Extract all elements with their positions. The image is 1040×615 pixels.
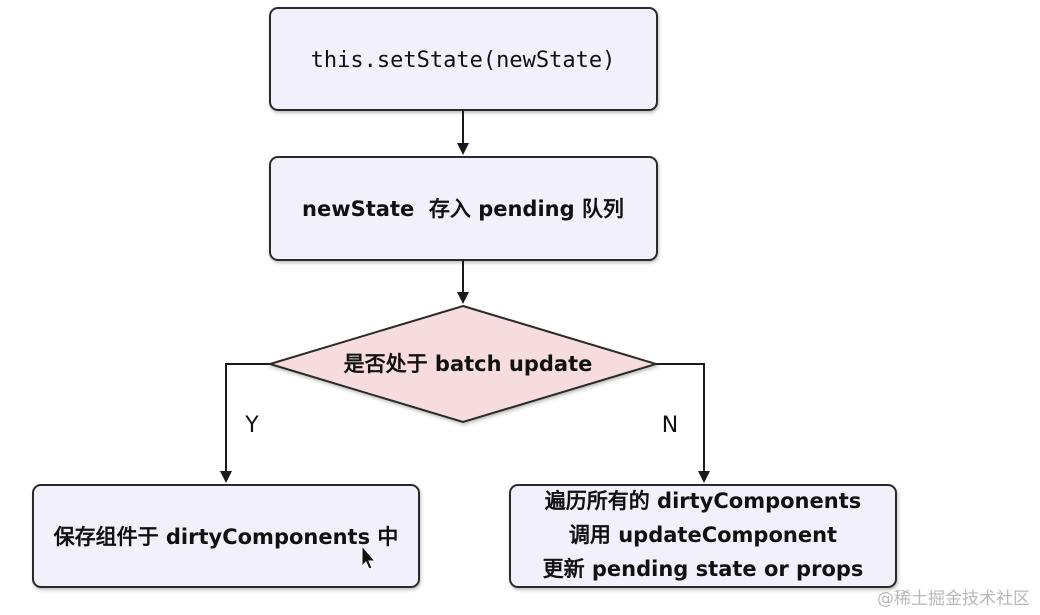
arrow-no-branch: [656, 363, 710, 483]
result-update-line-3: 更新 pending state or props: [543, 557, 864, 581]
result-save-label: 保存组件于 dirtyComponents 中: [53, 525, 399, 549]
decision-batch-update: 是否处于 batch update: [266, 304, 660, 424]
decision-diamond: [266, 304, 660, 424]
result-update-line-1: 遍历所有的 dirtyComponents: [545, 489, 862, 513]
step-pending-queue-label: newState 存入 pending 队列: [302, 197, 624, 221]
no-label: N: [662, 413, 678, 438]
yes-label: Y: [244, 413, 259, 438]
mouse-pointer-icon: [361, 544, 377, 570]
step-pending-queue: newState 存入 pending 队列: [269, 156, 658, 261]
step-set-state: this.setState(newState): [269, 7, 658, 111]
result-update-dirty-components: 遍历所有的 dirtyComponents 调用 updateComponent…: [509, 484, 897, 588]
result-update-box: [509, 484, 897, 588]
result-update-line-2: 调用 updateComponent: [569, 523, 837, 547]
decision-label: 是否处于 batch update: [344, 352, 593, 376]
step-set-state-label: this.setState(newState): [311, 48, 616, 73]
result-save-dirty-components: 保存组件于 dirtyComponents 中: [32, 484, 420, 588]
watermark-text: @稀土掘金技术社区: [877, 589, 1030, 609]
result-save-box: [32, 484, 420, 588]
arrow-yes-branch: [220, 363, 270, 483]
